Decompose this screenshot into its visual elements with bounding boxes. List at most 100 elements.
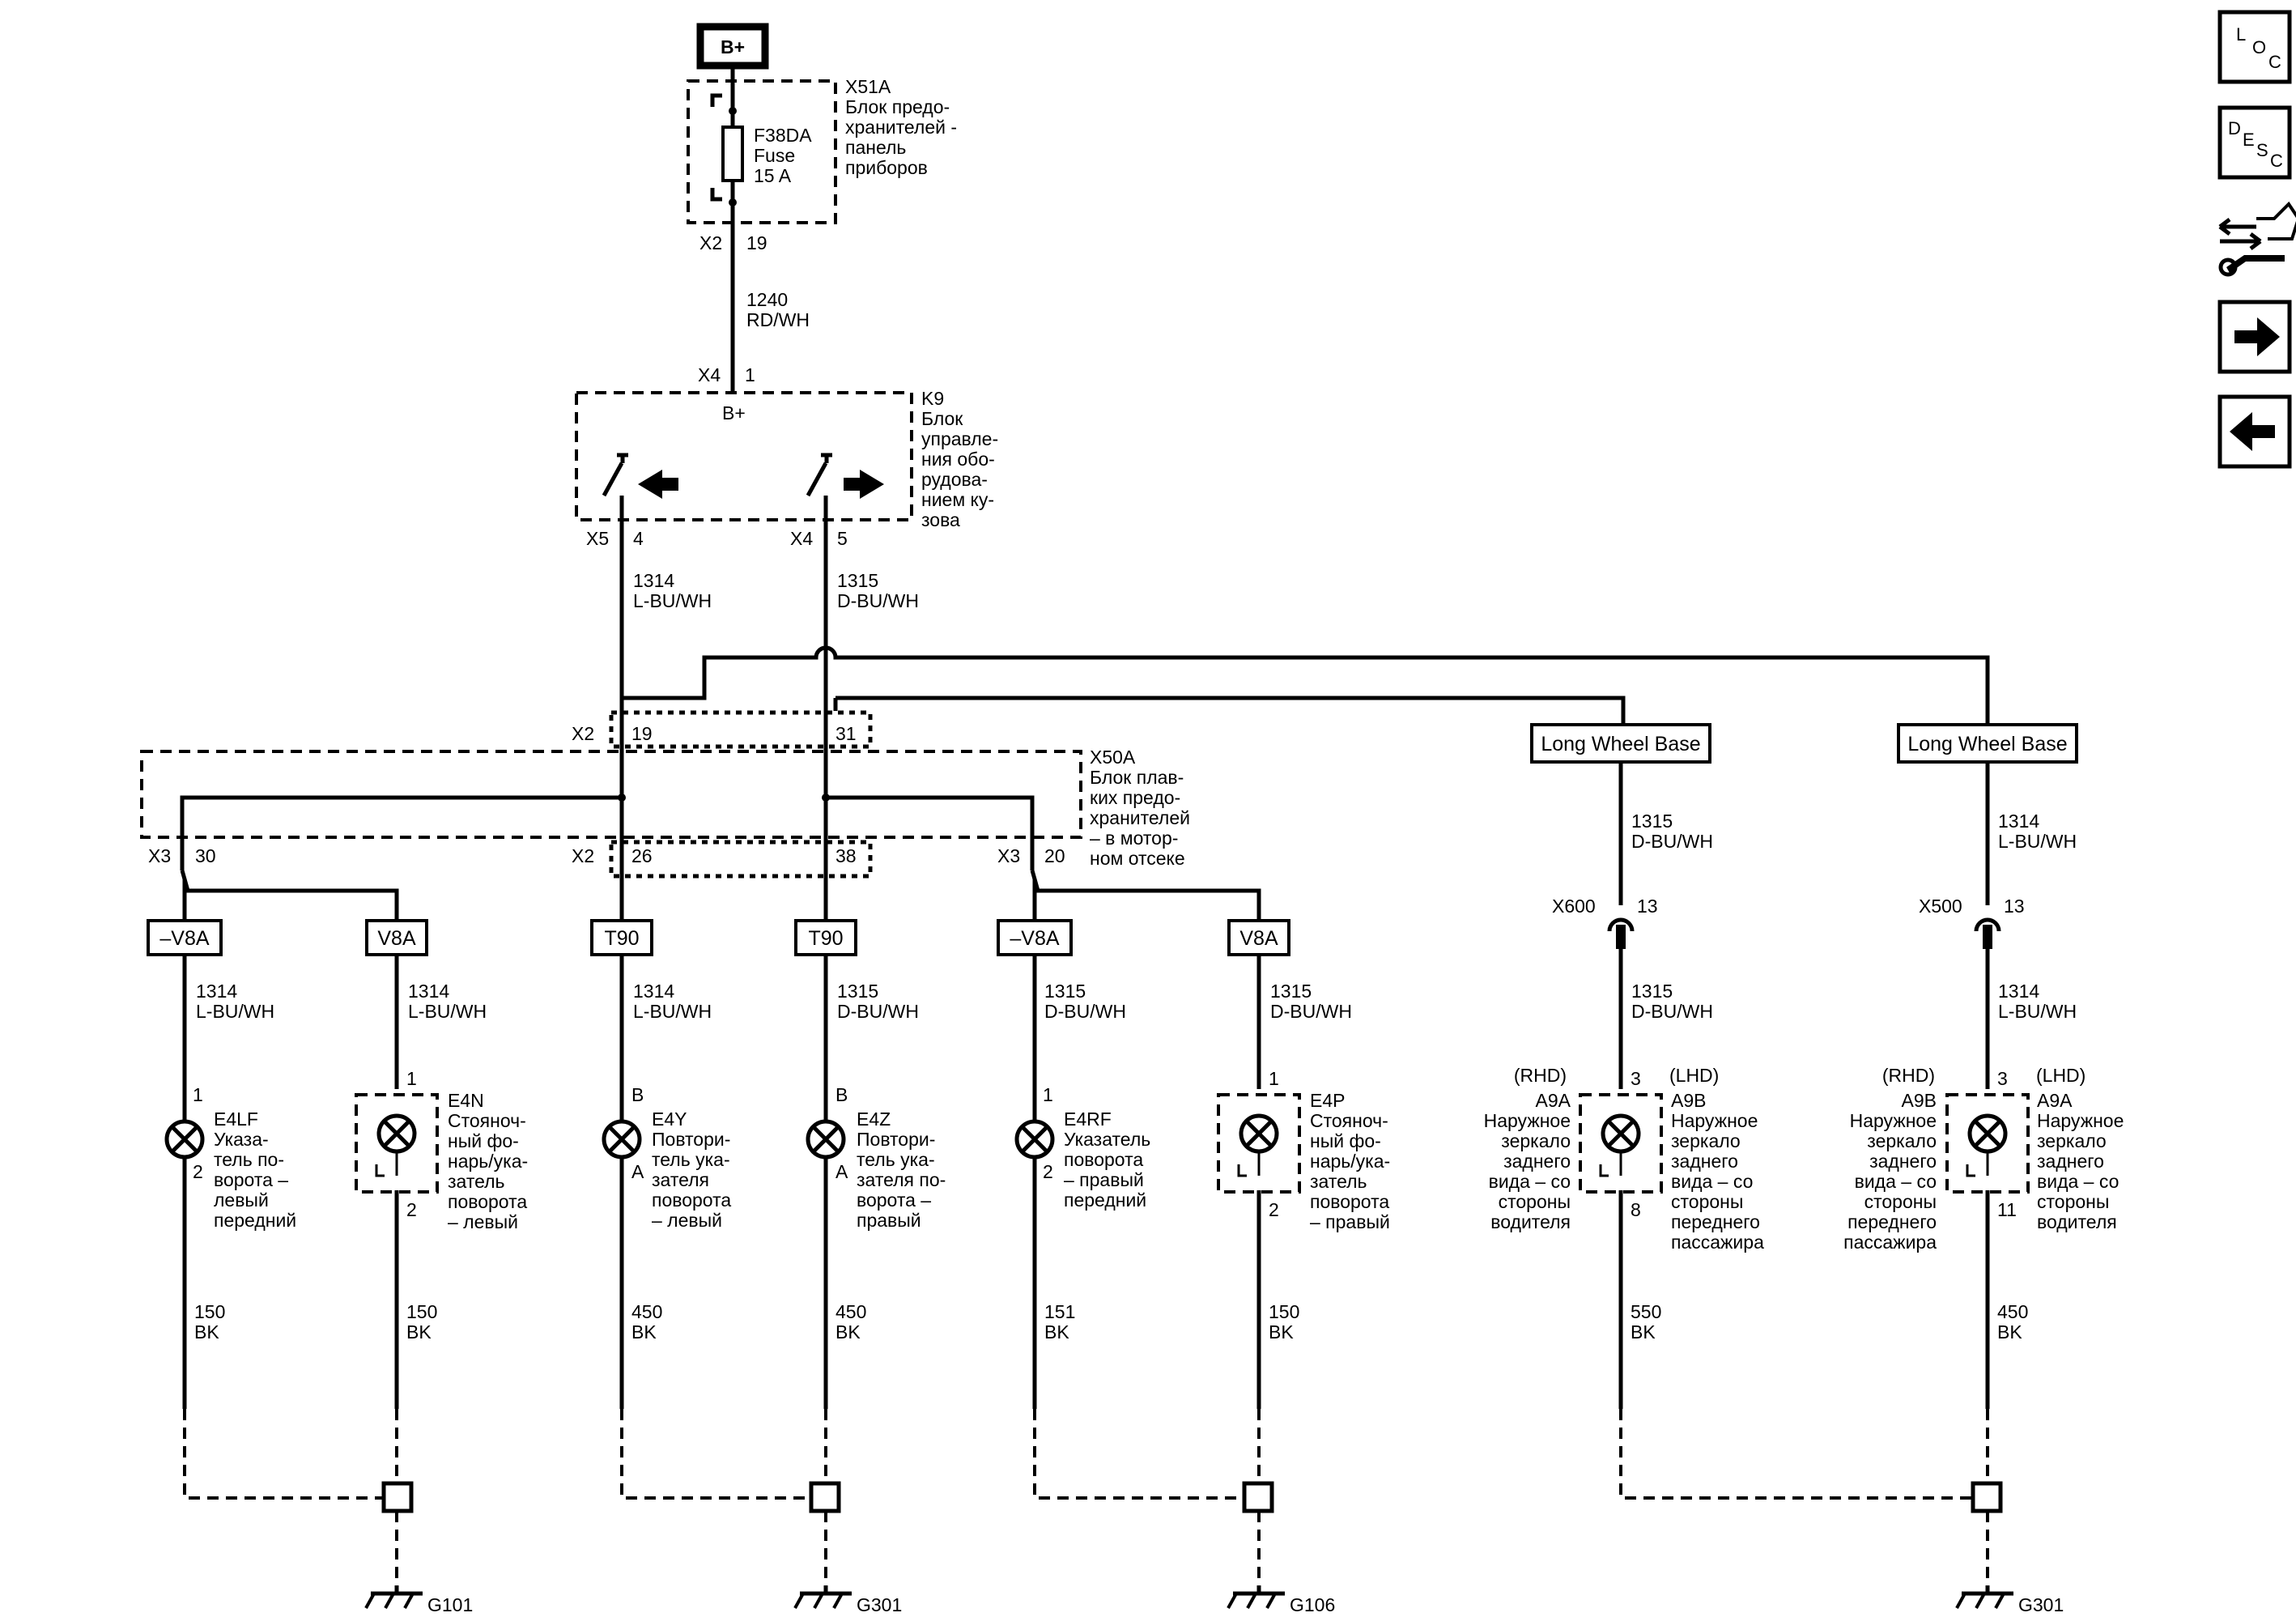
description-button[interactable]: D E S C (2217, 105, 2292, 180)
svg-text:–V8A: –V8A (159, 927, 209, 950)
svg-text:Указатель: Указатель (1064, 1129, 1150, 1150)
svg-text:(RHD): (RHD) (1514, 1065, 1567, 1086)
svg-text:G106: G106 (1290, 1594, 1335, 1615)
arrow-right-icon[interactable] (2217, 300, 2292, 374)
svg-text:A9A: A9A (2037, 1090, 2073, 1111)
connector-wrench-icon[interactable] (2218, 201, 2296, 277)
svg-text:зателя по-: зателя по- (857, 1169, 946, 1190)
svg-text:8: 8 (1631, 1199, 1641, 1220)
svg-text:заднего: заднего (1503, 1151, 1571, 1172)
svg-text:C: C (2270, 151, 2283, 171)
svg-text:A9B: A9B (1671, 1090, 1706, 1111)
arrow-left-icon[interactable] (2217, 394, 2292, 469)
svg-text:450: 450 (631, 1301, 662, 1322)
svg-text:тель по-: тель по- (214, 1149, 284, 1170)
x50a-pin-38: 38 (835, 845, 857, 866)
lamp-e4n: 1 2 E4N Стояноч- ный фо- нарь/ука- зател… (355, 1068, 528, 1232)
bcm-input-connector: X4 (698, 364, 721, 385)
svg-text:BK: BK (1631, 1321, 1656, 1343)
option-tag-long-wheel-base: Long Wheel Base (1530, 723, 1711, 764)
fuse-block-desc-line: хранителей - (845, 117, 957, 138)
svg-text:(RHD): (RHD) (1882, 1065, 1935, 1086)
ground-g101: G101 (366, 1585, 473, 1615)
svg-text:переднего: переднего (1671, 1211, 1760, 1232)
svg-text:T90: T90 (808, 927, 843, 950)
svg-text:1314: 1314 (196, 981, 237, 1002)
svg-text:L-BU/WH: L-BU/WH (633, 1001, 712, 1022)
svg-text:151: 151 (1044, 1301, 1075, 1322)
svg-text:тель ука-: тель ука- (857, 1149, 935, 1170)
x50a-pin-30: 30 (195, 845, 216, 866)
svg-text:1315: 1315 (837, 981, 878, 1002)
bcm-desc-line: управле- (921, 428, 998, 449)
svg-text:Повтори-: Повтори- (652, 1129, 730, 1150)
svg-text:Повтори-: Повтори- (857, 1129, 935, 1150)
fuse-rating: 15 A (754, 165, 792, 186)
svg-text:A9A: A9A (1536, 1090, 1571, 1111)
turn-right-arrow-icon (844, 470, 884, 499)
svg-text:заднего: заднего (1869, 1151, 1937, 1172)
svg-text:Указа-: Указа- (214, 1129, 269, 1150)
svg-text:1: 1 (193, 1084, 203, 1105)
x50a-desc-line: – в мотор- (1090, 828, 1178, 849)
svg-text:левый: левый (214, 1189, 269, 1211)
lamp-e4z: B A E4Z Повтори- тель ука- зателя по- во… (808, 1084, 946, 1231)
svg-text:BK: BK (835, 1321, 861, 1343)
svg-text:A9B: A9B (1902, 1090, 1937, 1111)
svg-text:E4N: E4N (448, 1090, 484, 1111)
bcm-input-label: B+ (722, 402, 746, 423)
svg-text:BK: BK (194, 1321, 219, 1343)
svg-text:D: D (2228, 118, 2241, 138)
x50a-pin-31: 31 (835, 723, 857, 744)
bcm-desc-line: нием ку- (921, 489, 994, 510)
svg-text:BK: BK (406, 1321, 432, 1343)
svg-text:ный фо-: ный фо- (448, 1130, 519, 1151)
svg-text:стороны: стороны (1864, 1191, 1937, 1212)
svg-text:G301: G301 (2018, 1594, 2064, 1615)
svg-text:– левый: – левый (652, 1210, 722, 1231)
svg-text:Наружное: Наружное (1671, 1110, 1758, 1131)
option-tag-t90: T90 (590, 919, 653, 956)
svg-text:поворота: поворота (1310, 1191, 1389, 1212)
mirror-lamp-a9a-a9b: 3 8 (RHD) (LHD) A9A Наружное зеркало зад… (1484, 1065, 1764, 1253)
x50a-connector-x3-left: X3 (148, 845, 171, 866)
ground-g301: G301 (795, 1585, 902, 1615)
svg-text:150: 150 (1269, 1301, 1299, 1322)
wire-1315-number: 1315 (837, 570, 878, 591)
svg-text:нарь/ука-: нарь/ука- (1310, 1151, 1390, 1172)
svg-text:Long Wheel Base: Long Wheel Base (1907, 733, 2067, 755)
svg-text:ворота –: ворота – (857, 1189, 931, 1211)
lamp-e4rf: 1 2 E4RF Указатель поворота – правый пер… (1017, 1084, 1150, 1211)
wire-1240-number: 1240 (746, 289, 788, 310)
svg-text:V8A: V8A (377, 927, 416, 950)
lamp-e4y: B A E4Y Повтори- тель ука- зателя поворо… (604, 1084, 731, 1231)
svg-text:Наружное: Наружное (2037, 1110, 2124, 1131)
svg-text:–V8A: –V8A (1010, 927, 1059, 950)
svg-text:E4Z: E4Z (857, 1108, 891, 1130)
wire-1315-color: D-BU/WH (837, 590, 919, 611)
fuse-symbol (721, 126, 744, 182)
svg-text:– правый: – правый (1064, 1169, 1144, 1190)
svg-text:550: 550 (1631, 1301, 1661, 1322)
svg-text:вида – со: вида – со (2037, 1171, 2119, 1192)
svg-text:вида – со: вида – со (1671, 1171, 1753, 1192)
bcm-output-left-connector: X5 (586, 528, 609, 549)
svg-text:стороны: стороны (1499, 1191, 1571, 1212)
svg-text:Стояноч-: Стояноч- (448, 1110, 526, 1131)
x500-pin: 13 (2004, 896, 2025, 917)
mirror-lamp-a9b-a9a: 3 11 (RHD) (LHD) A9B Наружное зеркало за… (1843, 1065, 2124, 1253)
svg-text:D-BU/WH: D-BU/WH (1044, 1001, 1126, 1022)
x600-connector-label: X600 (1552, 896, 1596, 917)
svg-text:(LHD): (LHD) (2036, 1065, 2086, 1086)
location-button[interactable]: L O C (2217, 10, 2292, 84)
svg-text:1314: 1314 (408, 981, 449, 1002)
svg-text:1: 1 (1043, 1084, 1053, 1105)
svg-text:1315: 1315 (1631, 811, 1673, 832)
svg-text:E4Y: E4Y (652, 1108, 687, 1130)
svg-text:стороны: стороны (1671, 1191, 1743, 1212)
svg-text:1: 1 (406, 1068, 417, 1089)
svg-text:G101: G101 (427, 1594, 473, 1615)
svg-text:1315: 1315 (1270, 981, 1312, 1002)
svg-text:150: 150 (406, 1301, 437, 1322)
